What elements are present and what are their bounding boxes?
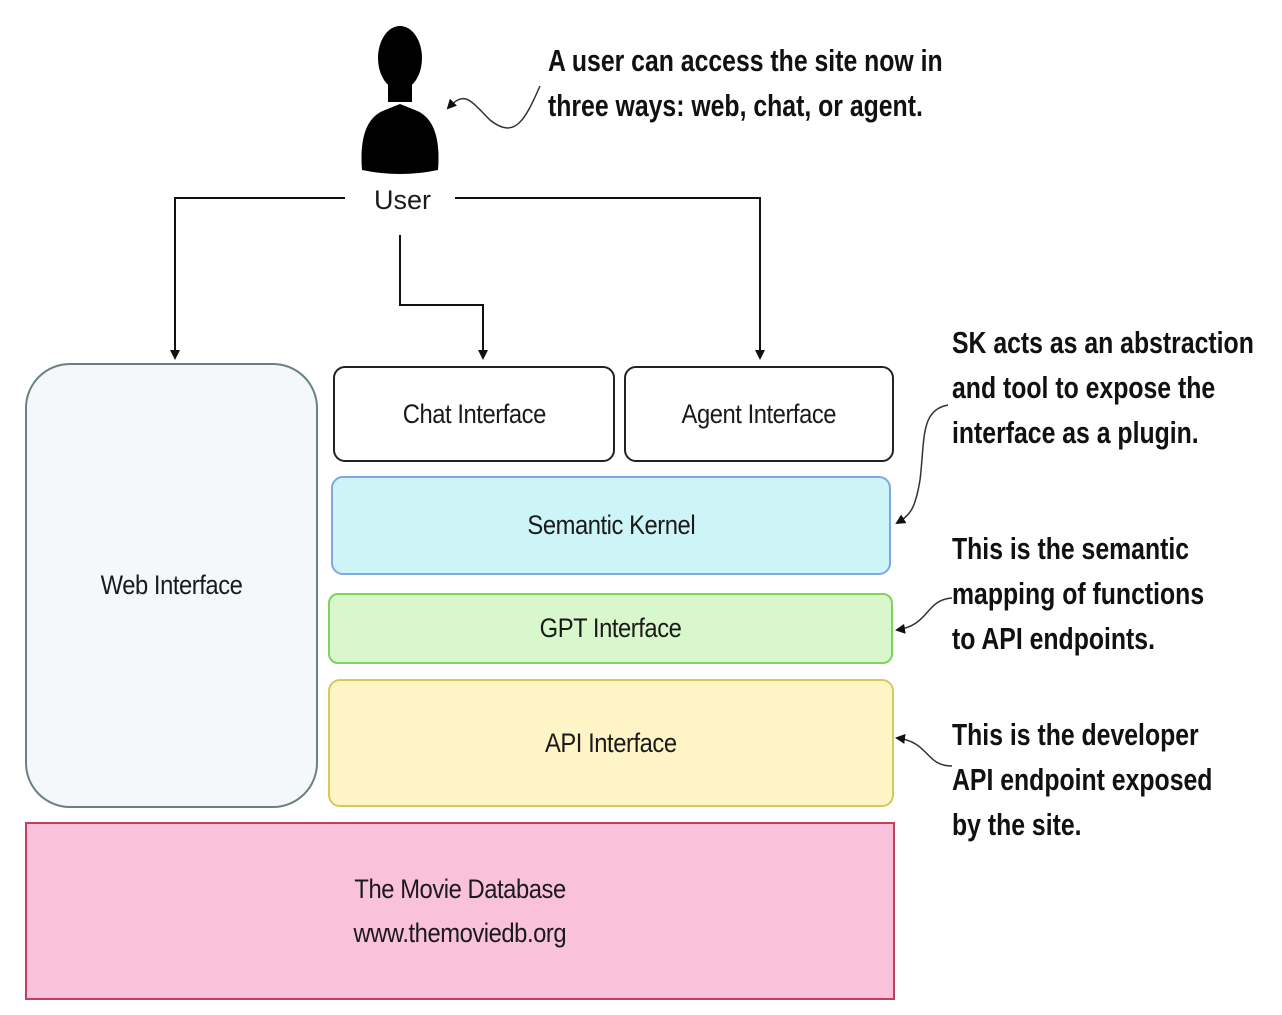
arrow-to-agent	[455, 197, 765, 360]
movie-database-box: The Movie Database www.themoviedb.org	[25, 822, 895, 1000]
arrow-to-chat	[399, 235, 488, 360]
callout-arrow-sk	[895, 404, 949, 525]
tmdb-name: The Movie Database	[354, 874, 566, 904]
callout-arrow-user	[446, 85, 541, 129]
user-label: User	[368, 185, 438, 216]
callout-arrow-api	[895, 734, 953, 767]
chat-interface-box: Chat Interface	[333, 366, 615, 462]
web-interface-box: Web Interface	[25, 363, 318, 808]
user-silhouette-icon	[361, 26, 439, 174]
arrow-to-web	[170, 197, 345, 360]
agent-interface-box: Agent Interface	[624, 366, 894, 462]
api-interface-box: API Interface	[328, 679, 894, 807]
gpt-interface-box: GPT Interface	[328, 593, 893, 664]
semantic-kernel-box: Semantic Kernel	[331, 476, 891, 575]
tmdb-url: www.themoviedb.org	[353, 918, 567, 948]
callout-arrow-gpt	[895, 597, 953, 634]
